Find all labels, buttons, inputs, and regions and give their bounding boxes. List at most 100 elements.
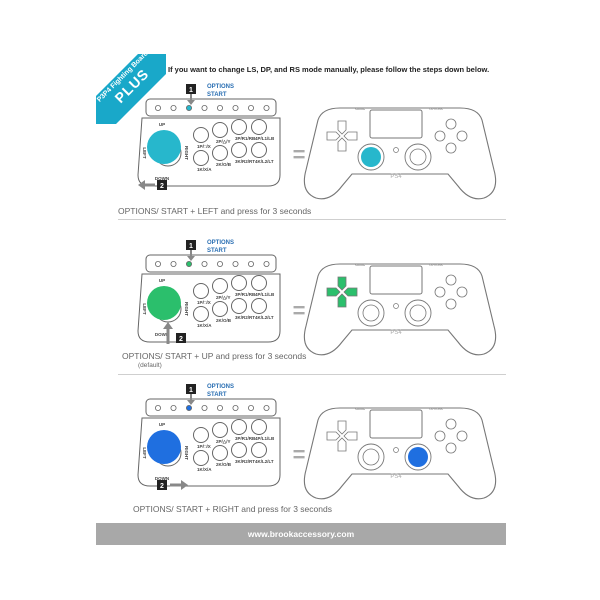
- equals-sign: =: [293, 298, 306, 323]
- step1-arrow-head: [187, 400, 195, 405]
- triangle-button: [445, 118, 457, 130]
- button-3p-label: 3P/R1/RB: [235, 136, 256, 141]
- ps-button: [393, 147, 399, 153]
- function-button: [170, 404, 177, 411]
- dpad-left: [326, 131, 341, 141]
- button-2p-label: 2P/△/Y: [216, 295, 230, 300]
- button-4k-label: 4K/L2/LT: [255, 459, 274, 464]
- function-button: [263, 260, 270, 267]
- function-button: [170, 260, 177, 267]
- left-label: LEFT: [142, 147, 147, 158]
- button-2p: [212, 122, 228, 138]
- instruction-ls: OPTIONS/ START + LEFT and press for 3 se…: [118, 206, 312, 216]
- cross-button: [445, 298, 457, 310]
- share-label: SHARE: [355, 263, 365, 267]
- button-1p-label: 1P/□/X: [197, 144, 211, 149]
- button-1k: [193, 150, 209, 166]
- down-label: DOWN: [155, 476, 169, 481]
- button-3p-label: 3P/R1/RB: [235, 436, 256, 441]
- ps-button: [393, 447, 399, 453]
- footer-url[interactable]: www.brookaccessory.com: [96, 523, 506, 545]
- button-1k-label: 1K/X/A: [197, 323, 212, 328]
- right-label: RIGHT: [184, 146, 189, 160]
- dpad-down: [337, 137, 347, 152]
- section-divider: [118, 374, 506, 375]
- dpad-left: [326, 431, 341, 441]
- ps4-label: PS4: [390, 330, 402, 336]
- button-2p: [212, 278, 228, 294]
- up-label: UP: [159, 422, 165, 427]
- button-1k: [193, 306, 209, 322]
- button-3k-label: 3K/R2/RT: [235, 459, 255, 464]
- step1-badge: [186, 240, 196, 250]
- dpad-right: [343, 287, 358, 297]
- button-4p-label: 4P/L1/LB: [255, 136, 275, 141]
- button-2k-label: 2K/O/B: [216, 162, 232, 167]
- step1-number: 1: [189, 243, 193, 250]
- button-4p: [251, 119, 267, 135]
- joystick-ball: [147, 130, 181, 164]
- step1-badge: [186, 384, 196, 394]
- function-button: [154, 404, 161, 411]
- button-4k-label: 4K/L2/LT: [255, 315, 274, 320]
- button-3p-label: 3P/R1/RB: [235, 292, 256, 297]
- left-stick: [362, 448, 380, 466]
- button-2p-label: 2P/△/Y: [216, 139, 230, 144]
- function-button: [216, 260, 223, 267]
- options-start-button: [185, 260, 192, 267]
- button-1k-label: 1K/X/A: [197, 467, 212, 472]
- button-4k: [251, 442, 267, 458]
- right-stick: [408, 447, 428, 467]
- button-4k: [251, 298, 267, 314]
- controller-body: [303, 407, 497, 500]
- left-label: LEFT: [142, 303, 147, 314]
- button-4p-label: 4P/L1/LB: [255, 436, 275, 441]
- button-3p: [231, 119, 247, 135]
- button-1k-label: 1K/X/A: [197, 167, 212, 172]
- instruction-dp: OPTIONS/ START + UP and press for 3 seco…: [122, 351, 307, 361]
- touchpad: [369, 109, 423, 139]
- dpad-down: [337, 437, 347, 452]
- fightstick-top-panel: [145, 398, 277, 417]
- triangle-button: [445, 418, 457, 430]
- right-stick: [409, 148, 427, 166]
- circle-button: [456, 430, 468, 442]
- down-label: DOWN: [155, 176, 169, 181]
- function-button: [263, 404, 270, 411]
- step1-badge: [186, 84, 196, 94]
- function-button: [216, 104, 223, 111]
- function-button: [216, 404, 223, 411]
- right-stick: [409, 304, 427, 322]
- options-start-button: [185, 104, 192, 111]
- equals-sign: =: [293, 442, 306, 467]
- left-stick: [361, 147, 381, 167]
- function-button: [201, 104, 208, 111]
- function-button: [170, 104, 177, 111]
- start-label: START: [207, 248, 227, 254]
- step1-number: 1: [189, 387, 193, 394]
- button-3k: [231, 142, 247, 158]
- dpad-up: [337, 120, 347, 135]
- button-1k: [193, 450, 209, 466]
- dpad-left: [326, 287, 341, 297]
- triangle-button: [445, 274, 457, 286]
- ps4-label: PS4: [390, 474, 402, 480]
- step2-badge: [157, 480, 167, 490]
- function-button: [201, 404, 208, 411]
- button-3k: [231, 298, 247, 314]
- button-2k: [212, 145, 228, 161]
- function-button: [232, 104, 239, 111]
- fightstick-top-panel: [145, 98, 277, 117]
- section-divider: [118, 219, 506, 220]
- dpad-up: [337, 420, 347, 435]
- step2-number: 2: [160, 483, 164, 490]
- share-label: SHARE: [355, 107, 365, 111]
- dpad-up: [337, 276, 347, 291]
- function-button: [247, 404, 254, 411]
- button-3p: [231, 419, 247, 435]
